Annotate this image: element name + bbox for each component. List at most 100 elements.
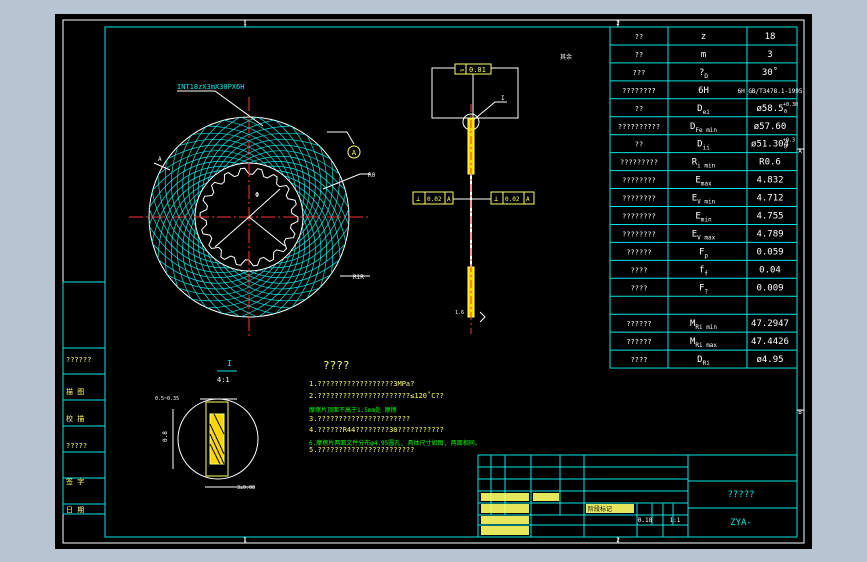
groove-arc: [201, 243, 275, 315]
param-symbol-sub: Fe min: [695, 127, 717, 134]
groove-arc: [178, 263, 277, 295]
table-row[interactable]: ????F?0.009: [631, 283, 784, 295]
param-name: ?????????: [620, 159, 658, 167]
param-symbol-main: D: [697, 104, 702, 114]
section-view[interactable]: ▱ 0.01 I ⊥ 0.02 A ⊥ 0.02 A 1.6 其余: [412, 53, 572, 334]
param-symbol-main: D: [690, 122, 695, 132]
param-symbol: ff: [699, 265, 708, 277]
groove-arc: [267, 165, 350, 225]
param-symbol: Dei: [697, 104, 710, 116]
radius-leader: [248, 188, 281, 218]
param-symbol-main: M: [690, 319, 696, 329]
param-value: 30˚: [762, 67, 778, 78]
side-label: ?????: [66, 442, 87, 450]
detail-ref: I: [501, 95, 505, 102]
zone-label: 2: [616, 537, 620, 544]
groove-arc: [299, 198, 322, 299]
param-name: ??: [635, 105, 643, 113]
param-symbol-main: f: [699, 265, 704, 275]
groove-arc: [283, 175, 341, 259]
spline-leader: [177, 90, 264, 127]
groove-arc: [176, 198, 199, 299]
param-name: ??????: [626, 338, 651, 346]
groove-arc: [149, 226, 240, 273]
groove-arc: [157, 175, 215, 259]
groove-arc: [182, 126, 207, 227]
param-symbol-sub: min: [701, 217, 712, 224]
title-block[interactable]: 阶段标记 ????? ZYA- 0.18 1:1: [477, 454, 798, 538]
perp-frame-right: [490, 191, 535, 205]
groove-arc: [164, 181, 208, 274]
radius-leader: [214, 216, 250, 248]
drawing-number[interactable]: ZYA-: [730, 518, 752, 528]
groove-arc: [258, 161, 349, 208]
param-symbol-sub: V max: [697, 234, 715, 241]
param-symbol-sub: ?: [704, 288, 708, 295]
detail-view-i[interactable]: I 4:1 0.5~0.35 0.8 3±0.08: [155, 359, 259, 491]
groove-arc: [290, 160, 334, 253]
perp-value-right: 0.02: [505, 196, 520, 203]
param-name: ????????: [622, 230, 656, 238]
param-value: 4.789: [756, 229, 783, 239]
groove-arc: [152, 243, 250, 279]
groove-arc: [221, 263, 320, 295]
dim-label: Φ: [255, 191, 259, 199]
groove-arc: [201, 119, 275, 191]
groove-arc: [167, 144, 268, 167]
flatness-symbol: ▱: [460, 66, 465, 74]
groove-arc: [283, 175, 341, 259]
friction-disc-view[interactable]: INT18zX3mX30PX6H R0 R1R Φ A A: [129, 83, 376, 337]
groove-arc: [151, 169, 223, 243]
groove-arc: [291, 126, 316, 227]
groove-arc: [275, 169, 347, 243]
dim-leader: [322, 173, 370, 190]
param-value: 4.712: [756, 194, 783, 204]
param-symbol-main: M: [690, 337, 696, 347]
side-label: 描 图: [66, 387, 84, 396]
param-symbol: EV max: [692, 229, 716, 241]
param-value: 47.4426: [751, 337, 789, 347]
groove-arc: [192, 132, 285, 176]
param-symbol-sub: D: [704, 73, 708, 80]
zone-label: 1: [243, 537, 247, 544]
param-value: R0.6: [759, 158, 781, 168]
groove-arc: [275, 120, 311, 218]
param-name: ????????: [622, 213, 656, 221]
param-symbol-sub: ii: [703, 145, 711, 152]
drawing-name[interactable]: ?????: [727, 490, 754, 500]
groove-arc: [207, 125, 291, 183]
param-symbol: m: [701, 50, 706, 60]
dim-label: R1R: [353, 274, 364, 281]
param-name: ????: [631, 356, 648, 364]
param-symbol-main: 6H: [698, 86, 709, 96]
param-value: ø4.95: [756, 355, 783, 365]
table-row[interactable]: ???????? EV max 4.789: [622, 229, 783, 241]
param-symbol-main: ?: [699, 68, 704, 78]
cad-drawing-viewport[interactable]: 1 2 1 2 A B ?????? 描 图 校 描 ????? 签 字 日 期…: [55, 14, 812, 549]
param-symbol-main: D: [697, 140, 702, 150]
groove-arc: [207, 251, 291, 309]
flatness-callout-box: [431, 67, 519, 119]
detail-leader: [470, 101, 507, 123]
param-name: ??: [635, 51, 643, 59]
param-symbol: MRi min: [690, 319, 717, 331]
roughness-note: 其余: [560, 53, 572, 61]
groove-arc: [248, 155, 346, 191]
